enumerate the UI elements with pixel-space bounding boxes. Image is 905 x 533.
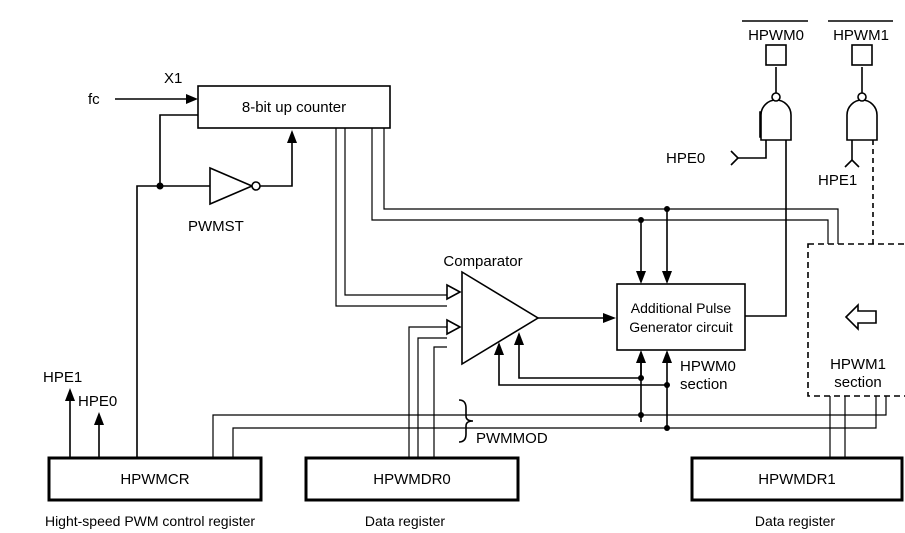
- counter-right-bus-1: [371, 128, 829, 244]
- pwmmod-label: PWMMOD: [476, 430, 548, 447]
- hpe0-gate-label: HPE0: [666, 150, 705, 167]
- hpe0-out-arrow: [94, 412, 104, 425]
- dr0-bus-b3: [433, 346, 447, 458]
- hpwmdr1-label: HPWMDR1: [758, 471, 836, 488]
- hpwmdr0-label: HPWMDR0: [373, 471, 451, 488]
- hpwm1-nand-bubble: [857, 92, 867, 102]
- comparator-out-arrow: [603, 313, 616, 323]
- counter-block: [197, 85, 391, 129]
- pwmmod-line-2: [232, 396, 877, 458]
- hpwm1-section-label-2: section: [834, 374, 882, 391]
- hpwmdr1-caption: Data register: [755, 513, 835, 529]
- hpwmcr-caption: Hight-speed PWM control register: [45, 513, 255, 529]
- hpwmdr0-caption: Data register: [365, 513, 445, 529]
- hpwmcr-control-line: [136, 185, 160, 458]
- apg-out-line: [745, 136, 787, 317]
- apg-mod-arrow-1: [636, 350, 646, 363]
- dr0-bus-b1: [408, 326, 447, 458]
- hpwm0-nand-gate: [760, 99, 792, 141]
- hpe1-out-arrow: [65, 388, 75, 401]
- feedback-arrow-2: [494, 342, 504, 355]
- counter-right-bus-2: [383, 128, 839, 244]
- hpwm0-pin: [765, 44, 787, 66]
- comparator-symbol: [461, 270, 540, 366]
- pwmst-arrow: [287, 130, 297, 143]
- apg-arrow-1: [636, 271, 646, 284]
- hpe0-out-label: HPE0: [78, 393, 117, 410]
- hpwm1-section-label-1: HPWM1: [830, 356, 886, 373]
- hpwmdr0-register: [304, 456, 520, 502]
- hpwm0-pin-label: HPWM0: [748, 27, 804, 44]
- junction-dot: [664, 425, 670, 431]
- apg-label-1: Additional Pulse: [631, 300, 732, 316]
- dr0-bus-arrow: [446, 318, 462, 336]
- apg-mod-arrow-2: [662, 350, 672, 363]
- counter-bus-a2: [344, 128, 447, 296]
- hpwm0-section-label-1: HPWM0: [680, 358, 736, 375]
- hpwmcr-label: HPWMCR: [120, 471, 189, 488]
- counter-bus-a1: [335, 128, 447, 307]
- counter-clear-line: [159, 114, 198, 186]
- apg-label-2: Generator circuit: [629, 319, 733, 335]
- pwmst-label: PWMST: [188, 218, 244, 235]
- fc-arrow: [186, 94, 198, 104]
- hpe1-out-label: HPE1: [43, 369, 82, 386]
- counter-bus-arrow: [446, 283, 462, 301]
- inverter-bubble: [251, 181, 261, 191]
- dr0-bus-b2: [417, 337, 447, 458]
- hpwm1-pin: [851, 44, 873, 66]
- additional-pulse-block: [616, 283, 746, 351]
- junction-dot: [156, 182, 164, 190]
- hpwm0-section-label-2: section: [680, 376, 728, 393]
- hollow-left-arrow-icon: [844, 303, 877, 331]
- pwmmod-brace: [458, 399, 474, 443]
- x1-label: X1: [164, 70, 182, 87]
- feedback-arrow-1: [514, 332, 524, 345]
- hpe1-gate-marker: [844, 158, 860, 168]
- hpe0-gate-marker: [730, 150, 740, 166]
- hpwm1-nand-gate: [846, 99, 878, 141]
- hpwm0-nand-bubble: [771, 92, 781, 102]
- pwmst-out-line: [260, 142, 293, 187]
- counter-label: 8-bit up counter: [242, 99, 346, 116]
- hpwm1-pin-label: HPWM1: [833, 27, 889, 44]
- hpwmcr-register: [47, 456, 263, 502]
- apg-arrow-2: [662, 271, 672, 284]
- hpwmdr1-register: [690, 456, 904, 502]
- fc-label: fc: [88, 91, 100, 108]
- feedback-line-2: [498, 354, 667, 386]
- comparator-label: Comparator: [443, 253, 522, 270]
- junction-dot: [638, 412, 644, 418]
- pwmst-inverter: [209, 166, 255, 206]
- pwmmod-line-1: [212, 396, 887, 458]
- hpe0-gate-line: [738, 140, 767, 159]
- hpe1-gate-label: HPE1: [818, 172, 857, 189]
